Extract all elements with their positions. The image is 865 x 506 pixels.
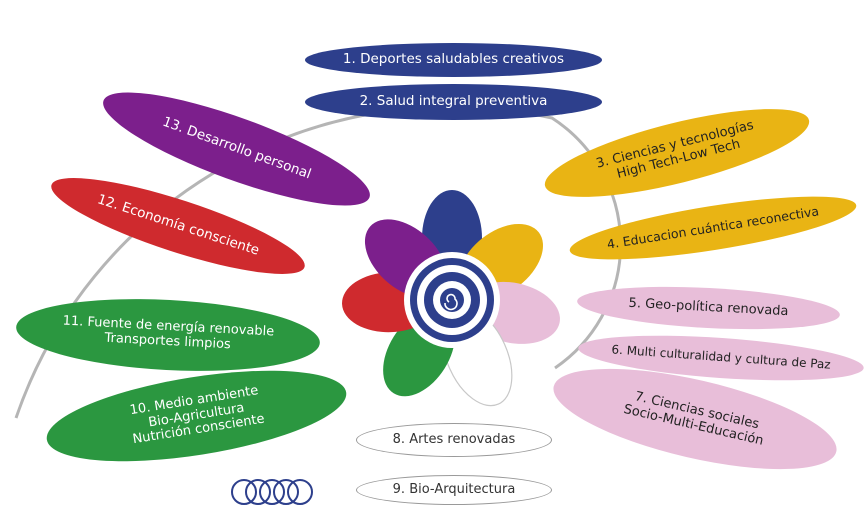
- flower-center-ring: [440, 288, 464, 312]
- logo-ring: [245, 479, 271, 505]
- logo-ring: [273, 479, 299, 505]
- linked-circles-logo-icon: [231, 479, 313, 505]
- item-9-bio-arquitectura: 9. Bio-Arquitectura: [356, 475, 552, 505]
- item-2-salud: 2. Salud integral preventiva: [305, 84, 602, 120]
- item-8-artes: 8. Artes renovadas: [356, 423, 552, 457]
- logo-ring: [231, 479, 257, 505]
- logo-ring: [287, 479, 313, 505]
- spiral-icon: [444, 293, 458, 311]
- item-1-deportes: 1. Deportes saludables creativos: [305, 43, 602, 77]
- logo-ring: [259, 479, 285, 505]
- central-flower: [342, 190, 560, 407]
